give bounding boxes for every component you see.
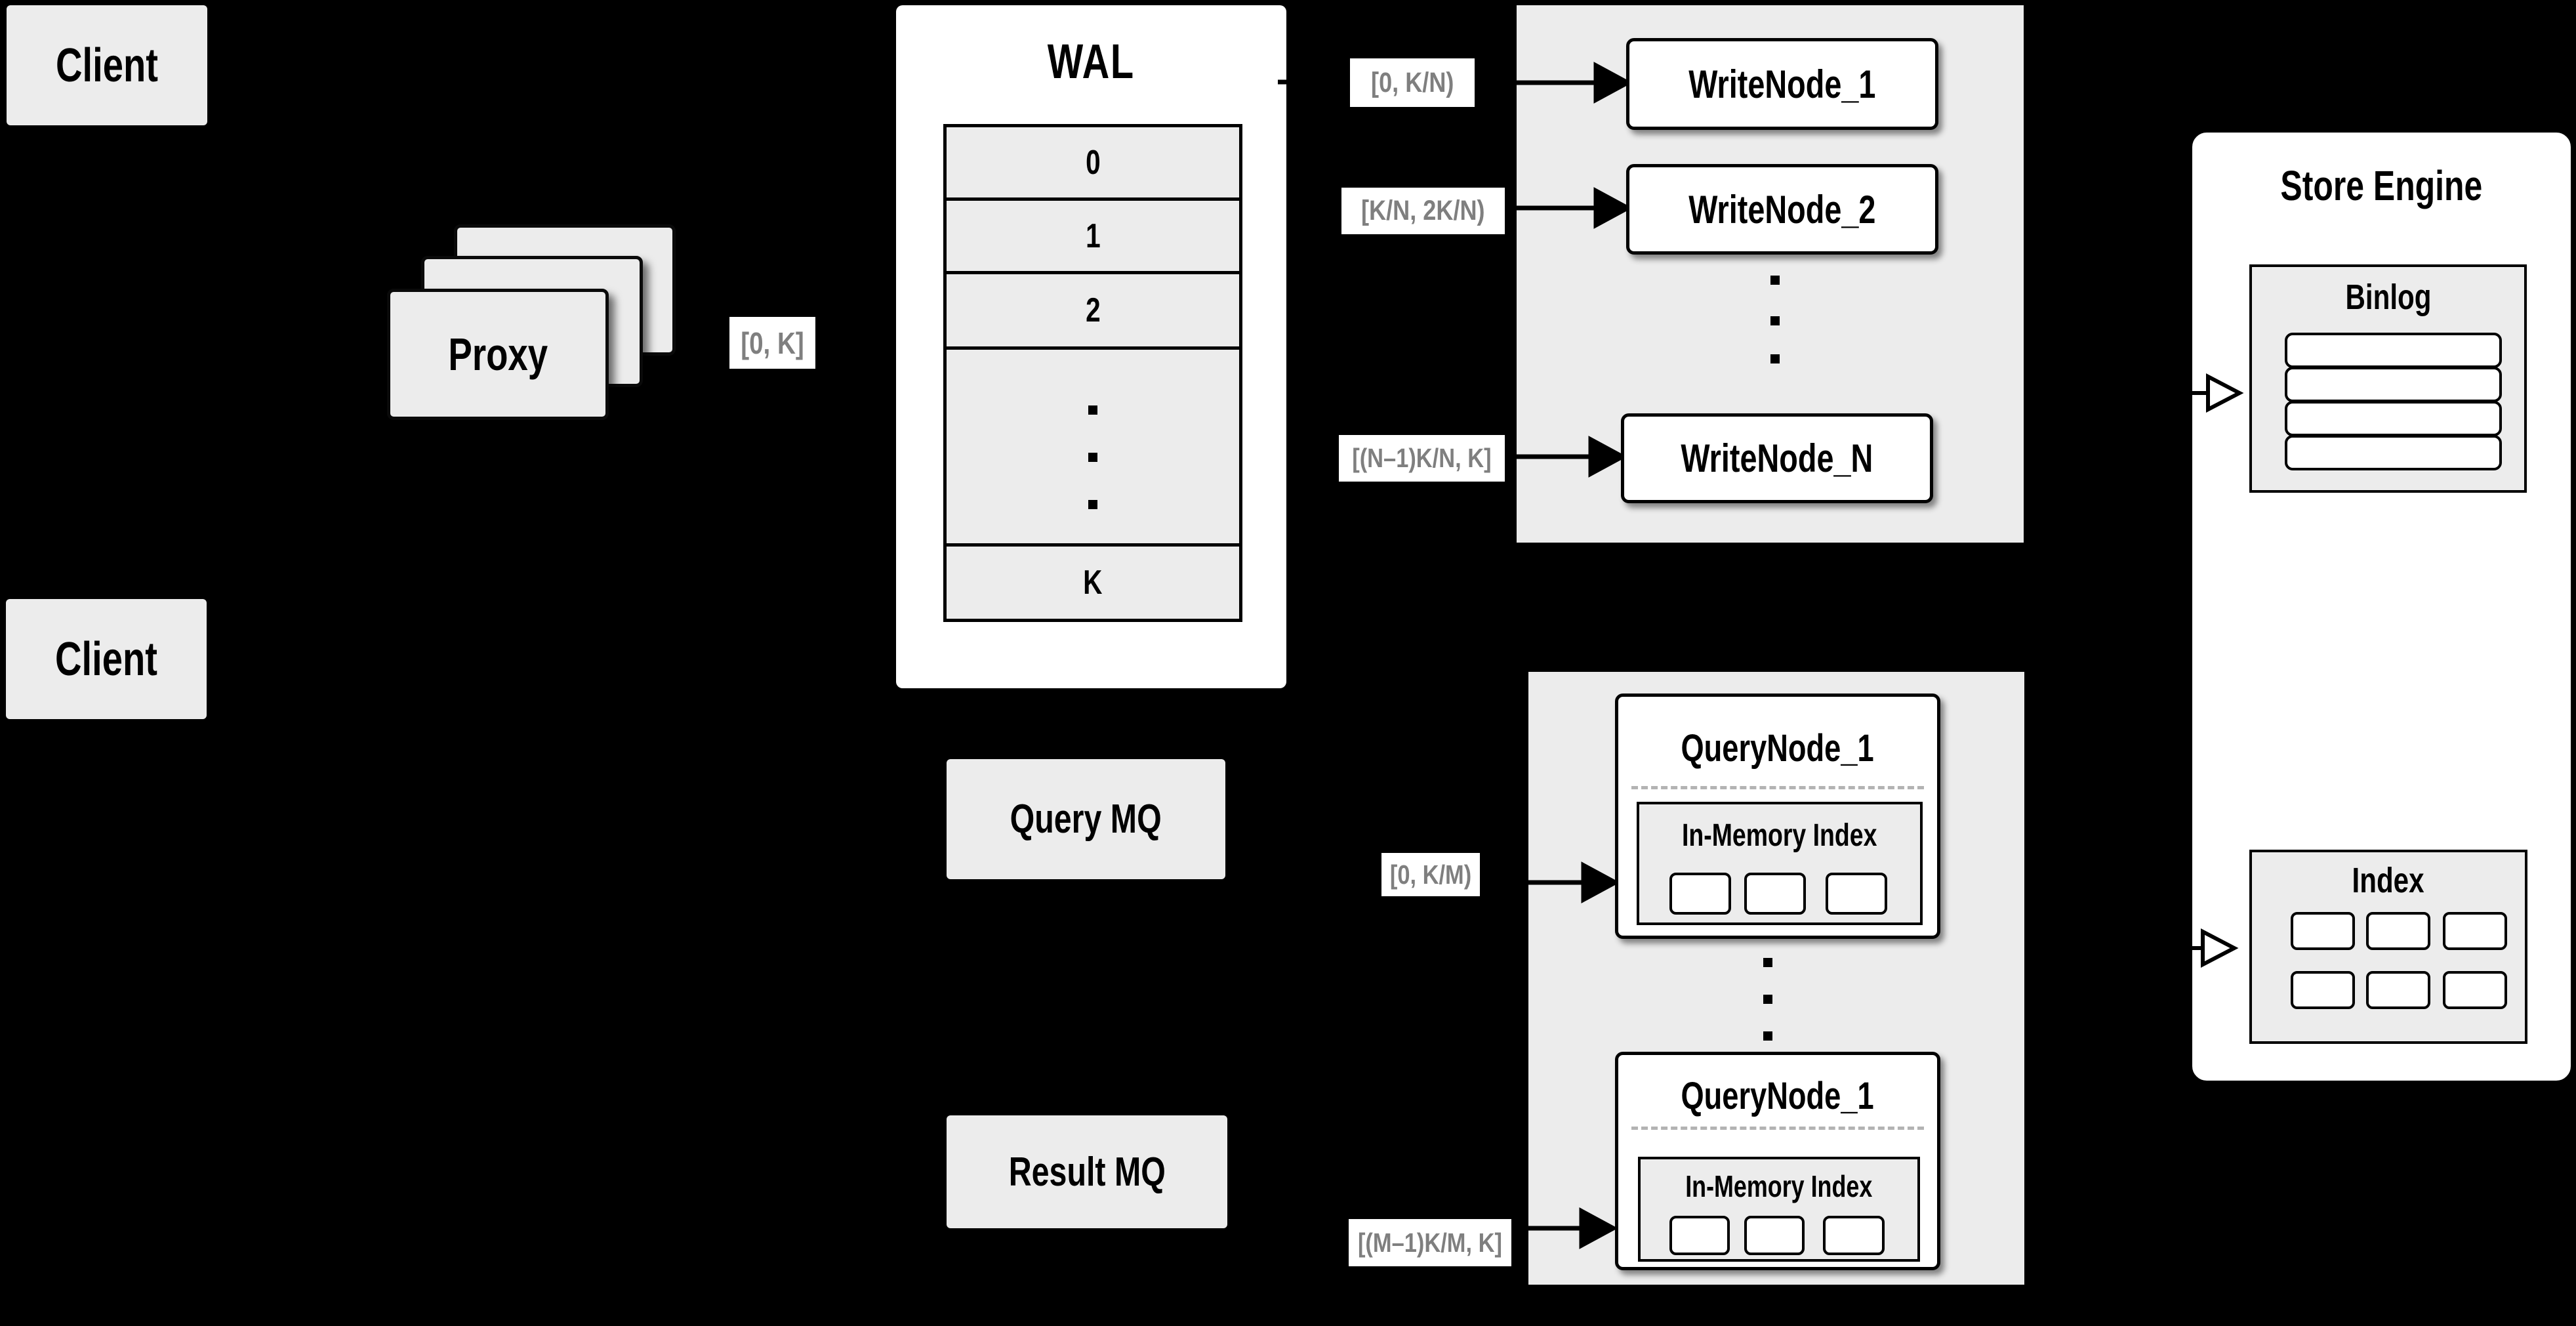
writenode1-range-label: [0, K/N) <box>1350 58 1475 107</box>
in-memory-index-top: In-Memory Index <box>1637 802 1923 925</box>
arrow-querynode1-head <box>1581 861 1620 903</box>
binlog-segment <box>2285 435 2502 470</box>
arrow-writenodeN-head <box>1588 436 1627 478</box>
querynode1-range-label: [0, K/M) <box>1381 853 1480 896</box>
querynode-top: QueryNode_1 In-Memory Index <box>1615 694 1940 939</box>
querynode-divider <box>1631 786 1924 789</box>
wal-segment-row: 1 <box>947 201 1239 274</box>
querynode2-range-label: [(M–1)K/M, K] <box>1349 1219 1511 1266</box>
querynode-bottom: QueryNode_1 In-Memory Index <box>1615 1052 1940 1270</box>
ellipsis-dots <box>1770 316 1780 325</box>
ellipsis-dots <box>1088 500 1097 509</box>
arrow-writenode2-head <box>1593 187 1633 229</box>
wal-segment-row: 0 <box>947 127 1239 201</box>
writenode2-range-label: [K/N, 2K/N) <box>1341 188 1505 234</box>
querynode-divider <box>1631 1127 1924 1130</box>
wal-segment-row: K <box>947 547 1239 619</box>
ellipsis-dots <box>1763 1031 1772 1041</box>
in-memory-index-bottom: In-Memory Index <box>1638 1157 1920 1262</box>
wal-table: 0 1 2 K <box>943 124 1242 622</box>
in-memory-index-top-title: In-Memory Index <box>1682 818 1877 853</box>
wal-segment-row: 2 <box>947 274 1239 350</box>
writenode-2: WriteNode_2 <box>1626 164 1938 255</box>
memory-segment <box>1744 873 1806 915</box>
index-segment <box>2291 912 2355 950</box>
ellipsis-dots <box>1770 276 1780 285</box>
memory-segment <box>1826 873 1887 915</box>
ellipsis-dots <box>1088 405 1097 415</box>
client-box-middle: Client <box>6 599 207 719</box>
writenode-n: WriteNode_N <box>1621 413 1933 503</box>
client-box-top: Client <box>7 5 207 125</box>
index-segment <box>2366 971 2430 1009</box>
index-segment <box>2291 971 2355 1009</box>
index-segment <box>2366 912 2430 950</box>
wal-title: WAL <box>1048 33 1135 89</box>
ellipsis-dots <box>1088 453 1097 462</box>
writenodeN-range-label: [(N–1)K/N, K] <box>1339 435 1505 482</box>
memory-segment <box>1744 1216 1805 1255</box>
arrow-querynode2-head <box>1579 1207 1618 1249</box>
ellipsis-dots <box>1770 354 1780 363</box>
wal-ellipsis-row <box>947 350 1239 547</box>
memory-segment <box>1823 1216 1885 1255</box>
index-title: Index <box>2352 860 2425 900</box>
index-segment <box>2443 971 2507 1009</box>
proxy-card-front: Proxy <box>387 289 609 420</box>
ellipsis-dots <box>1763 958 1772 967</box>
ellipsis-dots <box>1763 995 1772 1004</box>
arrow-index-hollow-head <box>2201 928 2239 968</box>
querynode-bottom-title: QueryNode_1 <box>1681 1074 1875 1117</box>
binlog-box: Binlog <box>2249 264 2527 493</box>
result-mq-box: Result MQ <box>947 1115 1227 1228</box>
arrow-writenode1-head <box>1593 62 1633 104</box>
query-mq-box: Query MQ <box>947 759 1225 879</box>
arrow-binlog-hollow-head <box>2206 373 2244 413</box>
writenode-1: WriteNode_1 <box>1626 38 1938 130</box>
querynode-top-title: QueryNode_1 <box>1681 726 1875 770</box>
index-segment <box>2443 912 2507 950</box>
index-box: Index <box>2249 850 2527 1044</box>
in-memory-index-bottom-title: In-Memory Index <box>1685 1169 1873 1203</box>
proxy-range-label: [0, K] <box>729 317 815 369</box>
memory-segment <box>1669 1216 1730 1255</box>
memory-segment <box>1669 873 1731 915</box>
binlog-title: Binlog <box>2344 278 2432 317</box>
store-engine-title: Store Engine <box>2280 162 2483 209</box>
